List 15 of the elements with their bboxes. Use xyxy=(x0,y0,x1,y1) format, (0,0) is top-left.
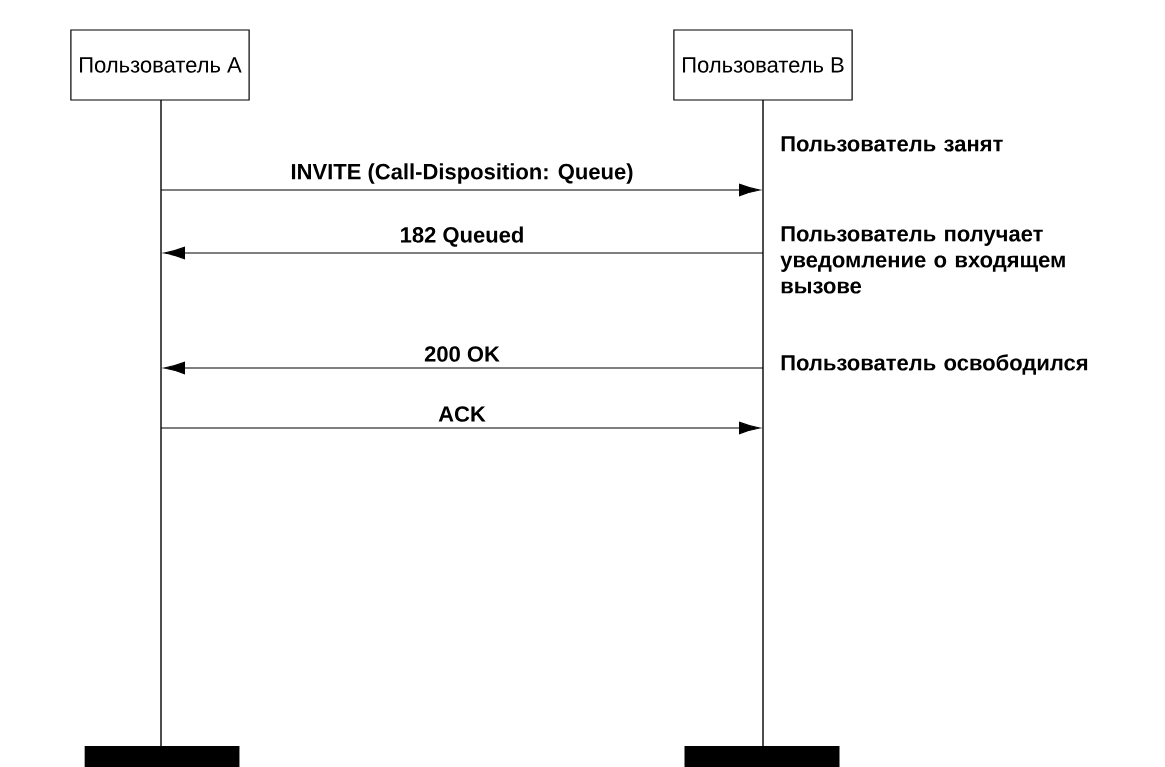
message-arrow xyxy=(163,361,764,375)
note-text: Пользователь занят xyxy=(781,136,1003,152)
message-arrow xyxy=(163,246,764,260)
note-text: Пользователь получает уведомление о входящем вызове xyxy=(780,226,1065,294)
participant-box: Пользователь B xyxy=(673,29,853,101)
lifeline-end-bar xyxy=(84,746,240,767)
edge-label: 200 OK xyxy=(423,345,501,363)
message-arrow xyxy=(160,421,761,435)
participant-box: Пользователь A xyxy=(70,29,250,101)
message-arrow xyxy=(160,183,761,197)
edge-label: ACK xyxy=(437,405,487,423)
edge-label: INVITE (Call-Disposition: Queue) xyxy=(289,162,635,185)
edge-label: 182 Queued xyxy=(398,225,526,248)
note-text: Пользователь освободился xyxy=(781,354,1088,375)
lifeline-end-bar xyxy=(684,746,840,767)
